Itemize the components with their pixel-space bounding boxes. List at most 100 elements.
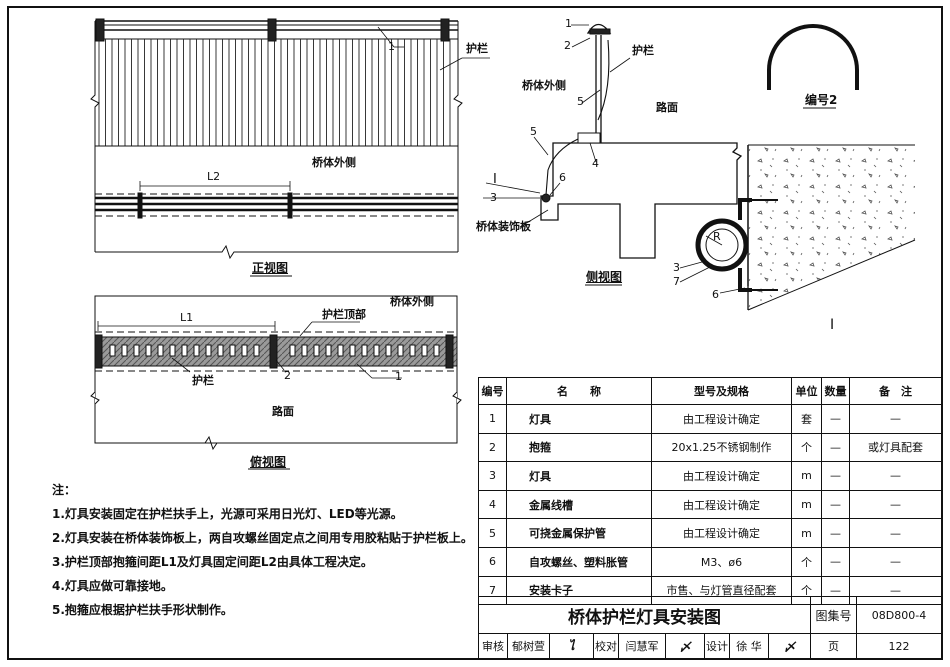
cell-unit: 个 <box>791 432 822 463</box>
callout-top-1: 1 <box>395 370 402 383</box>
note-item: 3.护栏顶部抱箍间距L1及灯具固定间距L2由具体工程决定。 <box>52 555 373 569</box>
header-unit: 单位 <box>791 377 822 405</box>
cell-remark: — <box>849 518 942 548</box>
lamp-block <box>157 344 164 357</box>
label-deco-panel: 桥体装饰板 <box>476 220 531 233</box>
cell-remark: 或灯具配套 <box>849 432 942 463</box>
cell-qty: — <box>821 461 850 491</box>
cell-spec: 由工程设计确定 <box>651 461 792 491</box>
radius-label: R <box>713 230 721 243</box>
check-label: 校对 <box>593 633 619 659</box>
callout-top-2: 2 <box>284 369 291 382</box>
atlas-label: 图集号 <box>810 596 857 634</box>
label-top-outer-side: 桥体外侧 <box>390 295 434 308</box>
label-top-guardrail: 护栏 <box>192 374 214 387</box>
lamp-block <box>133 344 140 357</box>
detail-mark: I <box>830 317 835 333</box>
lamp-block <box>121 344 128 357</box>
label-side-outer-side: 桥体外侧 <box>522 79 566 92</box>
cell-spec: 由工程设计确定 <box>651 404 792 434</box>
cell-name: 金属线槽 <box>506 489 652 520</box>
cell-name: 安装卡子 <box>506 575 652 606</box>
note-item: 5.抱箍应根据护栏扶手形状制作。 <box>52 603 233 617</box>
callout-detail-6: 6 <box>712 288 719 301</box>
front-view-title: 正视图 <box>252 261 289 275</box>
cell-unit: m <box>791 461 822 491</box>
top-view <box>90 295 462 470</box>
callout-front-1: 1 <box>388 40 395 53</box>
header-no: 编号 <box>478 377 507 405</box>
header-remark: 备 注 <box>849 377 942 405</box>
cell-unit: 个 <box>791 546 822 577</box>
label-front-outer-side: 桥体外侧 <box>312 156 356 169</box>
lamp-block <box>361 344 368 357</box>
cell-remark: — <box>849 404 942 434</box>
header-spec: 型号及规格 <box>651 377 792 405</box>
lamp-block <box>145 344 152 357</box>
top-view-title: 俯视图 <box>250 455 287 469</box>
lamp-block <box>421 344 428 357</box>
cell-qty: — <box>821 546 850 577</box>
callout-side-6: 6 <box>559 171 566 184</box>
cell-qty: — <box>821 404 850 434</box>
cell-unit: 个 <box>791 575 822 606</box>
callout-detail-3: 3 <box>673 261 680 274</box>
lamp-block <box>169 344 176 357</box>
callout-side-4: 4 <box>592 157 599 170</box>
cell-name: 可挠金属保护管 <box>506 518 652 548</box>
cell-no: 7 <box>478 575 507 606</box>
lamp-block <box>109 344 116 357</box>
atlas-number: 08D800-4 <box>856 596 942 634</box>
header-qty: 数量 <box>821 377 850 405</box>
design-name: 徐 华 <box>729 633 769 659</box>
header-name: 名 称 <box>506 377 652 405</box>
lamp-block <box>217 344 224 357</box>
lamp-block <box>397 344 404 357</box>
check-signature: 〆 <box>665 633 705 659</box>
lamp-block <box>325 344 332 357</box>
dim-l1: L1 <box>180 311 194 324</box>
label-side-road: 路面 <box>656 101 678 114</box>
lamp-block <box>229 344 236 357</box>
lamp-block <box>289 344 296 357</box>
side-view-title: 侧视图 <box>586 270 623 284</box>
cell-spec: M3、ø6 <box>651 546 792 577</box>
cell-name: 自攻螺丝、塑料胀管 <box>506 546 652 577</box>
cell-no: 5 <box>478 518 507 548</box>
side-view <box>483 23 743 286</box>
cell-qty: — <box>821 489 850 520</box>
callout-side-5b: 5 <box>530 125 537 138</box>
cell-spec: 由工程设计确定 <box>651 518 792 548</box>
cell-no: 3 <box>478 461 507 491</box>
lamp-block <box>241 344 248 357</box>
sheet-title: 桥体护栏灯具安装图 <box>478 596 811 634</box>
label-side-guardrail: 护栏 <box>632 44 654 57</box>
cell-unit: 套 <box>791 404 822 434</box>
callout-side-2: 2 <box>564 39 571 52</box>
cell-unit: m <box>791 489 822 520</box>
number-label: 编号2 <box>805 93 838 107</box>
note-item: 1.灯具安装固定在护栏扶手上，光源可采用日光灯、LED等光源。 <box>52 507 403 521</box>
cell-remark: — <box>849 489 942 520</box>
callout-side-5a: 5 <box>577 95 584 108</box>
cell-qty: — <box>821 432 850 463</box>
cell-no: 4 <box>478 489 507 520</box>
lamp-block <box>205 344 212 357</box>
front-view <box>90 18 490 277</box>
lamp-block <box>349 344 356 357</box>
cell-name: 抱箍 <box>506 432 652 463</box>
lamp-block <box>181 344 188 357</box>
notes: 注： 1.灯具安装固定在护栏扶手上，光源可采用日光灯、LED等光源。 2.灯具安… <box>52 478 473 622</box>
label-front-guardrail: 护栏 <box>466 42 488 55</box>
cell-qty: — <box>821 575 850 606</box>
lamp-block <box>193 344 200 357</box>
design-signature: 〆 <box>768 633 811 659</box>
cell-remark: — <box>849 546 942 577</box>
cell-spec: 20x1.25不锈钢制作 <box>651 432 792 463</box>
